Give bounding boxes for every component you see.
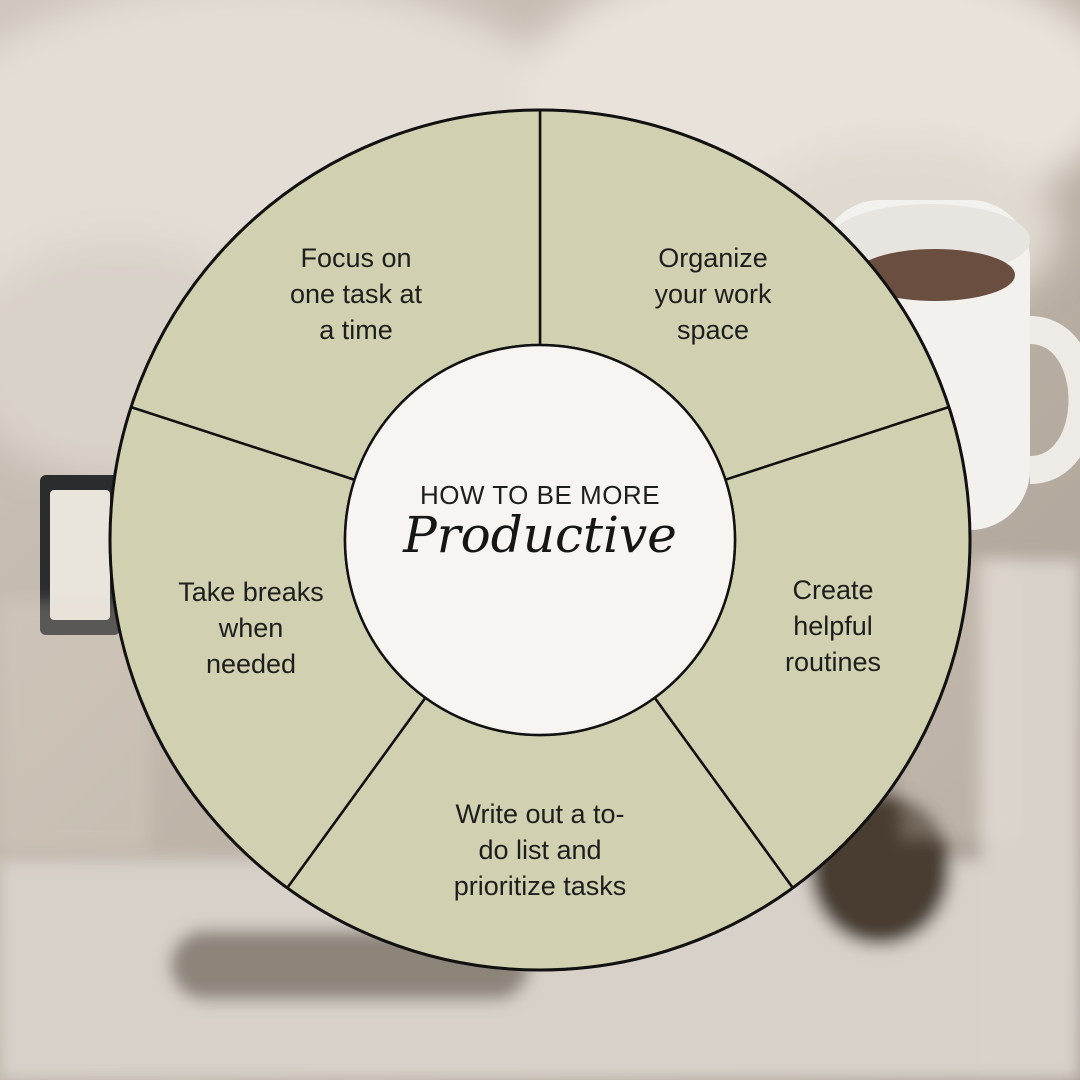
segment-label-todo-list: Write out a to- do list and prioritize t…	[453, 799, 627, 901]
segment-label-take-breaks: Take breaks when needed	[178, 577, 324, 679]
segment-label-focus: Focus on one task at a time	[289, 243, 423, 345]
wheel-outer-ring	[108, 108, 972, 972]
center-circle	[343, 343, 737, 737]
wheel-segments	[108, 108, 972, 972]
segment-label-organize: Organize your work space	[654, 243, 772, 345]
center-title: Productive	[403, 506, 677, 564]
segment-label-routines: Create helpful routines	[784, 575, 882, 677]
center-eyebrow: HOW TO BE MORE	[419, 480, 661, 510]
